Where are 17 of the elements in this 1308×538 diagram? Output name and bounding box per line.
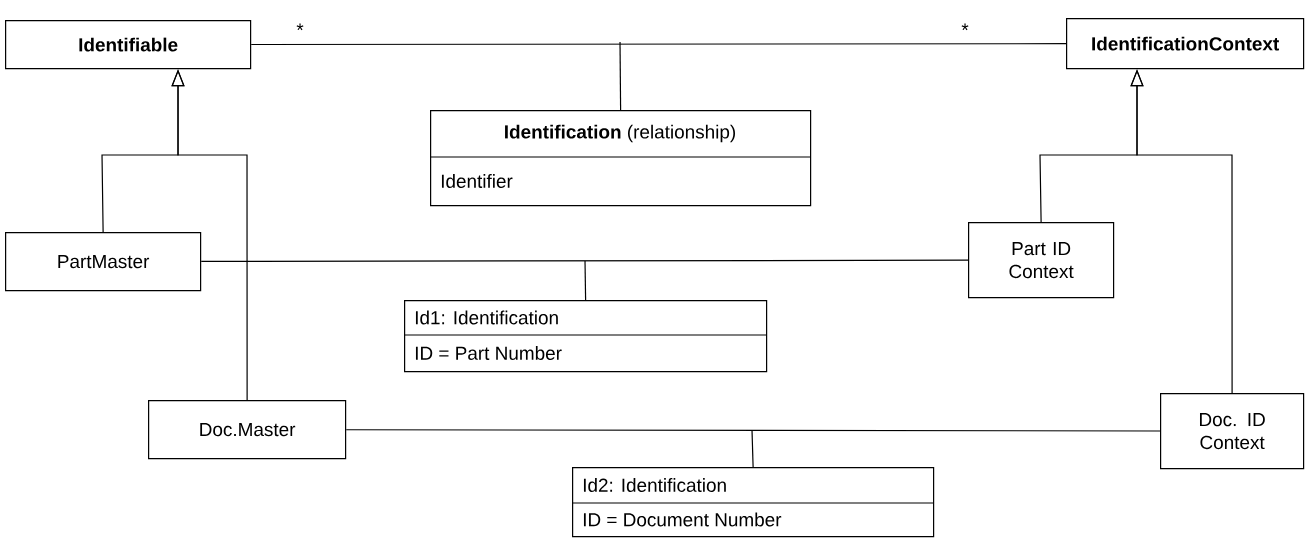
multiplicity-label: *	[296, 23, 304, 31]
class-box: Identification (relationship) Identifier	[429, 110, 812, 207]
class-box: Doc.Master	[148, 400, 347, 460]
class-box: Part ID Context	[968, 222, 1115, 299]
class-box: PartMaster	[5, 232, 202, 292]
association-line	[250, 43, 1067, 46]
association-line	[345, 429, 1161, 432]
class-box: Identifiable	[5, 20, 252, 70]
class-box: Id1: Identification ID = Part Number	[403, 300, 768, 373]
class-box: IdentificationContext	[1066, 18, 1305, 70]
association-line	[619, 41, 622, 111]
class-box: Doc. ID Context	[1160, 393, 1305, 470]
multiplicity-label: *	[961, 23, 969, 31]
association-line	[200, 259, 969, 263]
association-line	[584, 260, 587, 301]
association-line	[751, 429, 754, 468]
class-box: Id2: Identification ID = Document Number	[571, 467, 935, 538]
